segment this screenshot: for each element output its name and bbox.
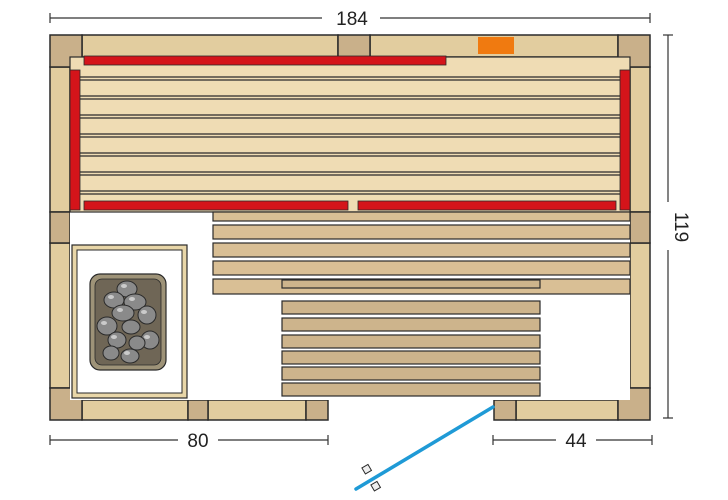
floor-duckboard [281, 279, 541, 397]
door-leaf [354, 405, 495, 491]
duckboard-slat [281, 350, 541, 365]
dimension-depth: 119 [663, 34, 691, 419]
dimension-right-wall: 44 [492, 431, 653, 452]
duckboard-slat [281, 317, 541, 332]
duckboard-slat [281, 382, 541, 397]
duckboard-slat [281, 366, 541, 381]
dimension-left-wall: 80 [49, 431, 329, 452]
door-hinge [361, 463, 373, 475]
wall-post-left-mid [49, 211, 71, 244]
dimension-width: 184 [49, 9, 651, 30]
wall-post-bottom-mid [187, 399, 209, 421]
backrest-top [83, 55, 447, 66]
lower-bench-slat [212, 211, 631, 222]
wall-panel-left-upper [49, 66, 71, 213]
duckboard-slat [281, 334, 541, 349]
glass-door-icon [354, 405, 495, 492]
wall-panel-right-lower [629, 242, 651, 389]
sauna-heater-with-stones-icon [71, 244, 188, 399]
walls [49, 34, 651, 421]
upper-bench [69, 55, 631, 213]
dimension-depth-label: 119 [670, 212, 691, 242]
wall-post-right-mid [629, 211, 651, 244]
backrest-right [619, 69, 631, 211]
lower-bench-slat [212, 242, 631, 258]
dimension-right-wall-label: 44 [565, 431, 587, 452]
backrest-front-left [83, 200, 349, 211]
wall-post-door-right [493, 399, 517, 421]
heater-stone-highlights [101, 284, 150, 355]
lower-bench-slat [212, 260, 631, 276]
wall-panel-left-lower [49, 242, 71, 389]
dimension-left-wall-label: 80 [187, 431, 208, 452]
duckboard-slat [281, 279, 541, 289]
door-hinge [370, 480, 382, 492]
wall-post-top-mid [337, 34, 371, 58]
wall-panel-bottom-right [515, 399, 619, 421]
wall-panel-bottom-mid [207, 399, 307, 421]
wall-post-door-left [305, 399, 329, 421]
backrest-left [69, 69, 81, 211]
wall-post-bottom-right [617, 387, 651, 421]
duckboard-slat [281, 300, 541, 315]
lamp-icon [478, 37, 514, 54]
wall-panel-top-left [81, 34, 339, 58]
lower-bench-slat [212, 224, 631, 240]
wall-panel-right-upper [629, 66, 651, 213]
wall-panel-bottom-left [81, 399, 189, 421]
upper-bench-slats [80, 76, 620, 195]
backrest-front-right [357, 200, 617, 211]
dimension-width-label: 184 [336, 9, 368, 30]
